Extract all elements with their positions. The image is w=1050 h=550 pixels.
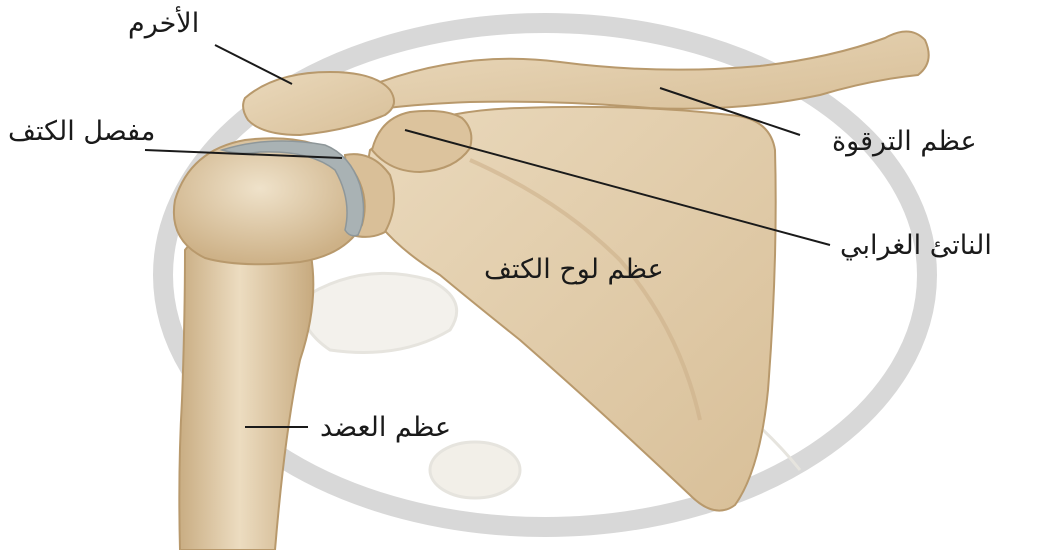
label-shoulder-joint: مفصل الكتف (8, 118, 155, 145)
label-acromion: الأخرم (128, 10, 199, 37)
label-humerus: عظم العضد (320, 414, 451, 441)
humerus-shaft (179, 225, 313, 550)
leader-line-acromion (215, 45, 292, 84)
label-clavicle: عظم الترقوة (832, 128, 977, 155)
acromion-bone (243, 72, 394, 135)
label-scapula: عظم لوح الكتف (484, 256, 664, 283)
label-coracoid: الناتئ الغرابي (840, 232, 992, 259)
